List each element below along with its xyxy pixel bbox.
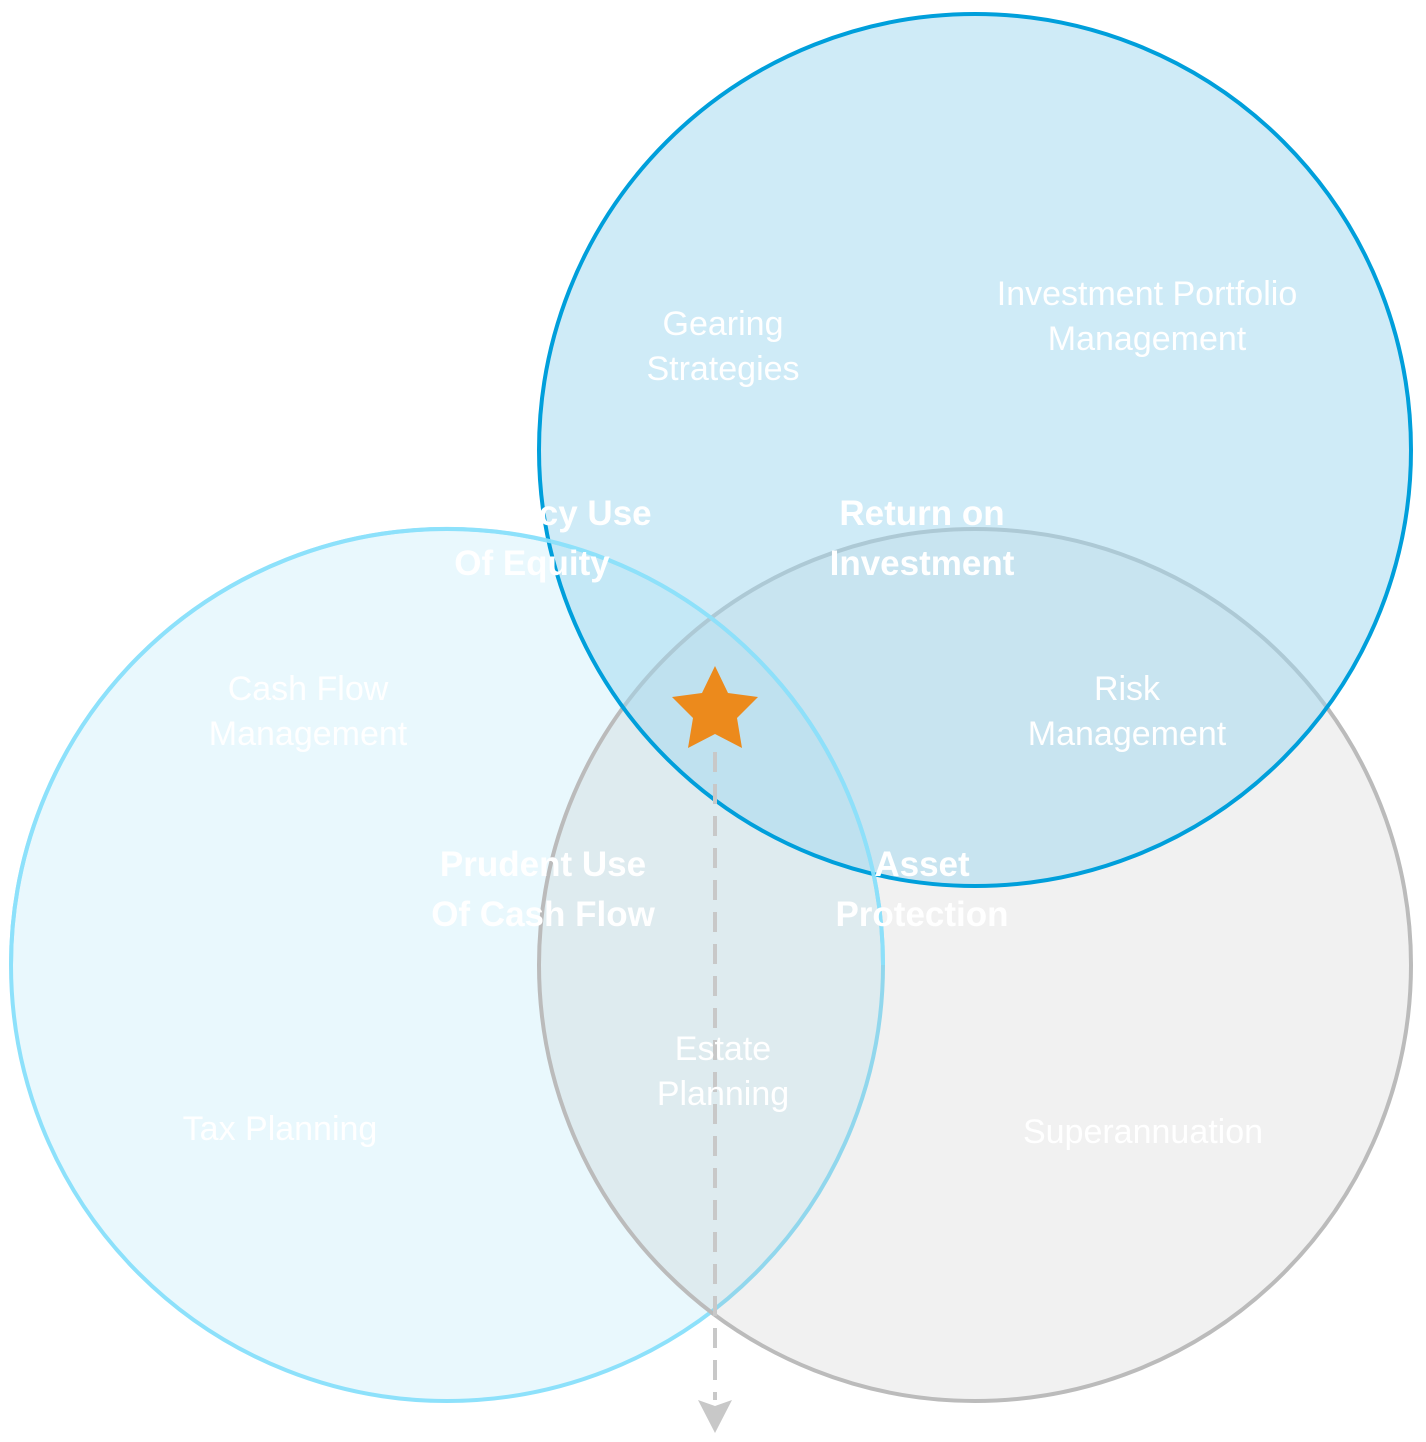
star-icon xyxy=(672,666,758,748)
left-circle-outline-overlay xyxy=(9,527,885,966)
arrow-down-icon xyxy=(698,1400,732,1433)
circle-investment xyxy=(537,12,1413,888)
label-tax: Tax Planning xyxy=(183,1110,378,1148)
label-super: Superannuation xyxy=(1023,1113,1263,1151)
